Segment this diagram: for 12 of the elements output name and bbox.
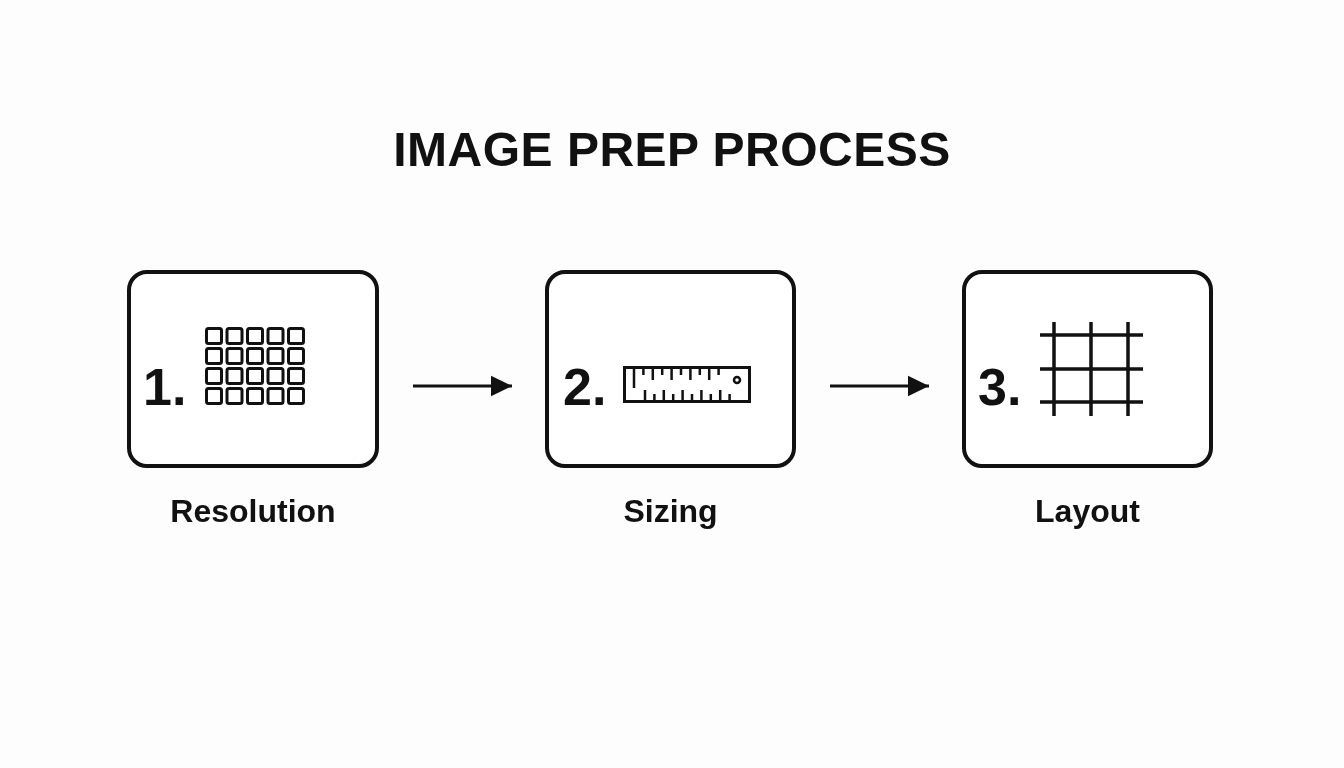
step-box bbox=[545, 270, 796, 468]
step-number: 2. bbox=[563, 361, 607, 413]
arrow bbox=[830, 375, 929, 397]
step-box bbox=[962, 270, 1213, 468]
step-label: Sizing bbox=[622, 492, 719, 530]
step-box bbox=[127, 270, 379, 468]
step-label: Resolution bbox=[169, 492, 337, 530]
step-label: Layout bbox=[1034, 492, 1141, 530]
step-number: 3. bbox=[978, 361, 1022, 413]
arrow bbox=[413, 375, 512, 397]
diagram-title: IMAGE PREP PROCESS bbox=[392, 122, 952, 178]
step-number: 1. bbox=[143, 361, 187, 413]
